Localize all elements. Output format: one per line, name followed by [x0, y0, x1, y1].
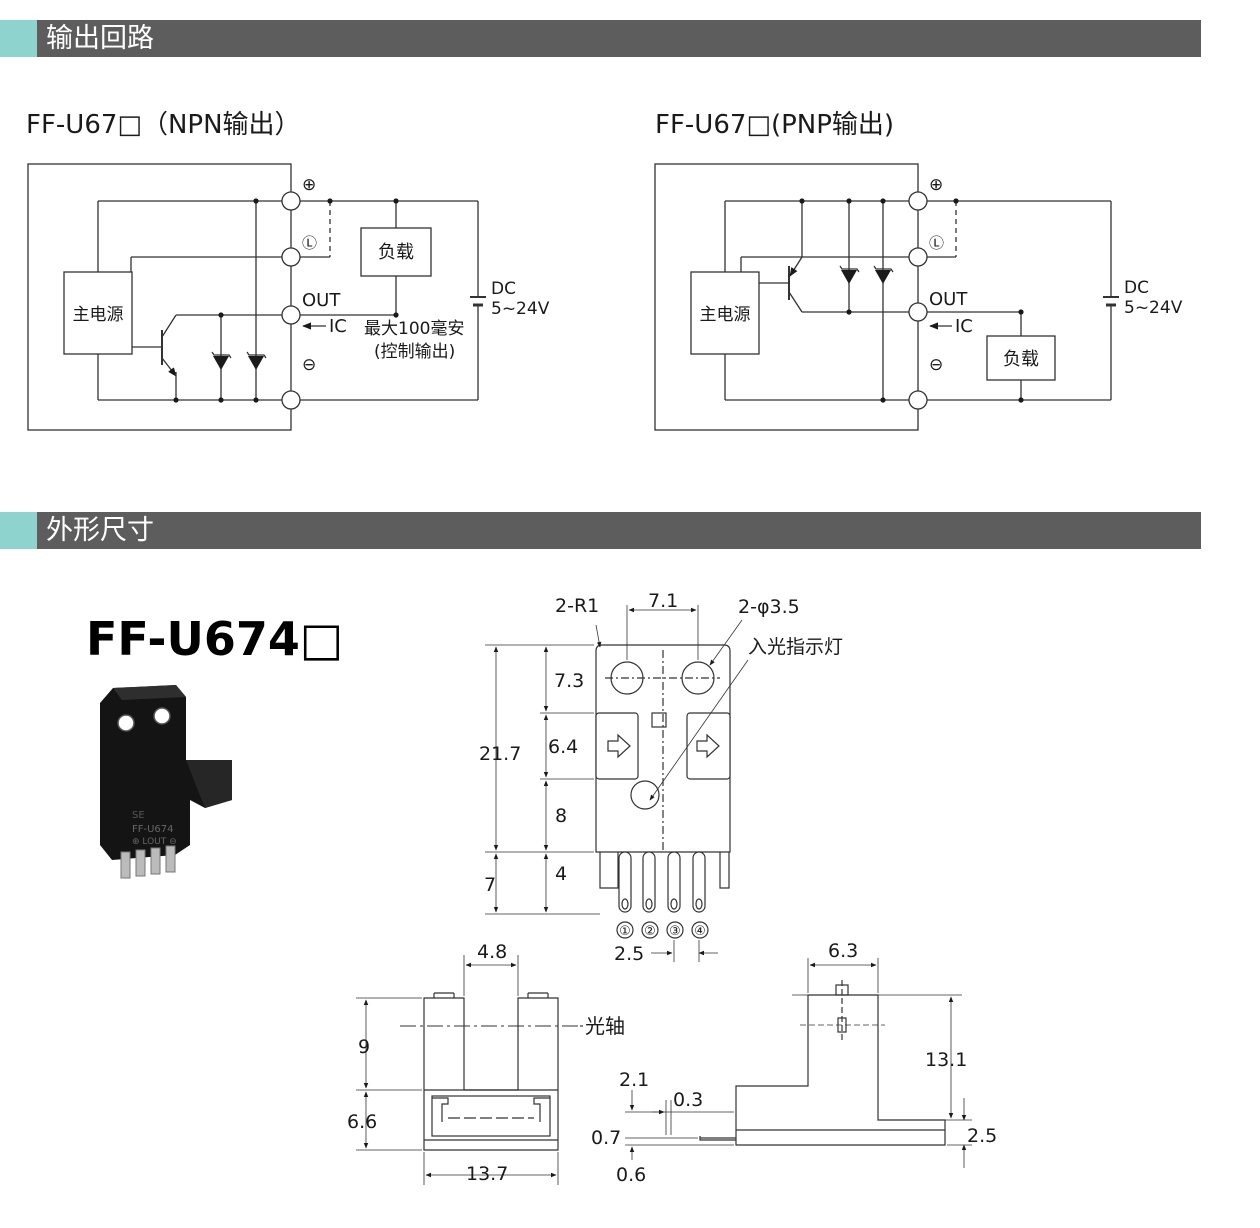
npn-junction-dots — [173, 198, 399, 403]
pnp-out-label: OUT — [929, 289, 968, 310]
pnp-pin-plus: ⊕ — [929, 175, 943, 195]
dim-4-8: 4.8 — [477, 941, 507, 963]
dim-6-4: 6.4 — [548, 736, 578, 758]
dim-2-1: 2.1 — [619, 1069, 649, 1091]
npn-main-power-box — [63, 271, 133, 355]
svg-text:FF-U674: FF-U674 — [132, 824, 174, 835]
dim-0-3: 0.3 — [673, 1089, 703, 1111]
dim-7-1: 7.1 — [648, 590, 678, 612]
npn-load-label: 负载 — [378, 242, 414, 263]
dim-hole: 2-φ3.5 — [738, 596, 800, 618]
pnp-pin-minus: ⊖ — [929, 355, 943, 375]
dim-7-3: 7.3 — [554, 670, 584, 692]
dim-2-5: 2.5 — [967, 1125, 997, 1147]
svg-text:SE: SE — [132, 810, 145, 821]
section-title: 输出回路 — [46, 23, 154, 54]
pnp-load-label: 负载 — [1003, 349, 1039, 370]
npn-ic-label: IC — [329, 316, 347, 337]
dim-6-3: 6.3 — [828, 940, 858, 962]
section-title: 外形尺寸 — [46, 515, 154, 546]
dim-4: 4 — [555, 863, 567, 885]
pnp-pin-l: Ⓛ — [929, 234, 944, 252]
front-view — [485, 605, 749, 962]
pin-2: ② — [644, 924, 656, 939]
dim-13-7: 13.7 — [466, 1163, 508, 1185]
npn-voltage: 5~24V — [491, 299, 550, 319]
npn-pin-minus: ⊖ — [302, 355, 316, 375]
pnp-sensor-box — [654, 163, 919, 431]
pnp-ic-label: IC — [955, 316, 973, 337]
dim-7: 7 — [484, 874, 496, 896]
pnp-main-power-box — [690, 271, 760, 355]
dim-r1: 2-R1 — [555, 595, 599, 617]
pnp-circuit-title: FF-U67□(PNP输出) — [655, 110, 895, 140]
dim-0-7: 0.7 — [591, 1127, 621, 1149]
npn-control-output: (控制输出) — [374, 342, 455, 362]
product-illustration: SE FF-U674 ⊕ LOUT ⊖ — [100, 685, 232, 879]
dim-21-7: 21.7 — [479, 743, 521, 765]
pnp-junction-dots — [799, 198, 1024, 403]
indicator-label: 入光指示灯 — [748, 636, 843, 658]
npn-circuit-title: FF-U67□（NPN输出） — [26, 110, 301, 140]
npn-main-power-label: 主电源 — [73, 305, 124, 325]
section-accent — [0, 20, 37, 57]
pin-4: ④ — [694, 924, 706, 939]
dim-pitch: 2.5 — [614, 943, 644, 965]
dim-0-6: 0.6 — [616, 1164, 646, 1186]
section-header-dimensions: 外形尺寸 — [0, 512, 1201, 549]
pnp-voltage: 5~24V — [1124, 298, 1183, 318]
section-header-output-circuit: 输出回路 — [0, 20, 1201, 57]
npn-dc-label: DC — [491, 279, 516, 299]
npn-out-label: OUT — [302, 290, 341, 311]
svg-text:⊕ LOUT ⊖: ⊕ LOUT ⊖ — [132, 837, 177, 847]
dim-9: 9 — [358, 1036, 370, 1058]
npn-max-current: 最大100毫安 — [364, 319, 464, 339]
dim-8: 8 — [555, 805, 567, 827]
pnp-circuit — [654, 163, 1119, 431]
bottom-view — [356, 955, 583, 1185]
npn-circuit — [27, 163, 486, 431]
npn-sensor-box — [27, 163, 292, 431]
dim-13-1: 13.1 — [925, 1049, 967, 1071]
npn-pin-plus: ⊕ — [302, 175, 316, 195]
optical-axis-label: 光轴 — [585, 1014, 625, 1038]
dim-6-6: 6.6 — [347, 1111, 377, 1133]
section-accent — [0, 512, 37, 549]
pnp-dc-label: DC — [1124, 278, 1149, 298]
pin-1: ① — [619, 924, 631, 939]
npn-pin-l: Ⓛ — [302, 234, 317, 252]
pnp-main-power-label: 主电源 — [700, 305, 751, 325]
npn-load-box — [360, 227, 432, 277]
side-view — [625, 958, 972, 1168]
pin-3: ③ — [669, 924, 681, 939]
product-model: FF-U674□ — [86, 612, 344, 666]
